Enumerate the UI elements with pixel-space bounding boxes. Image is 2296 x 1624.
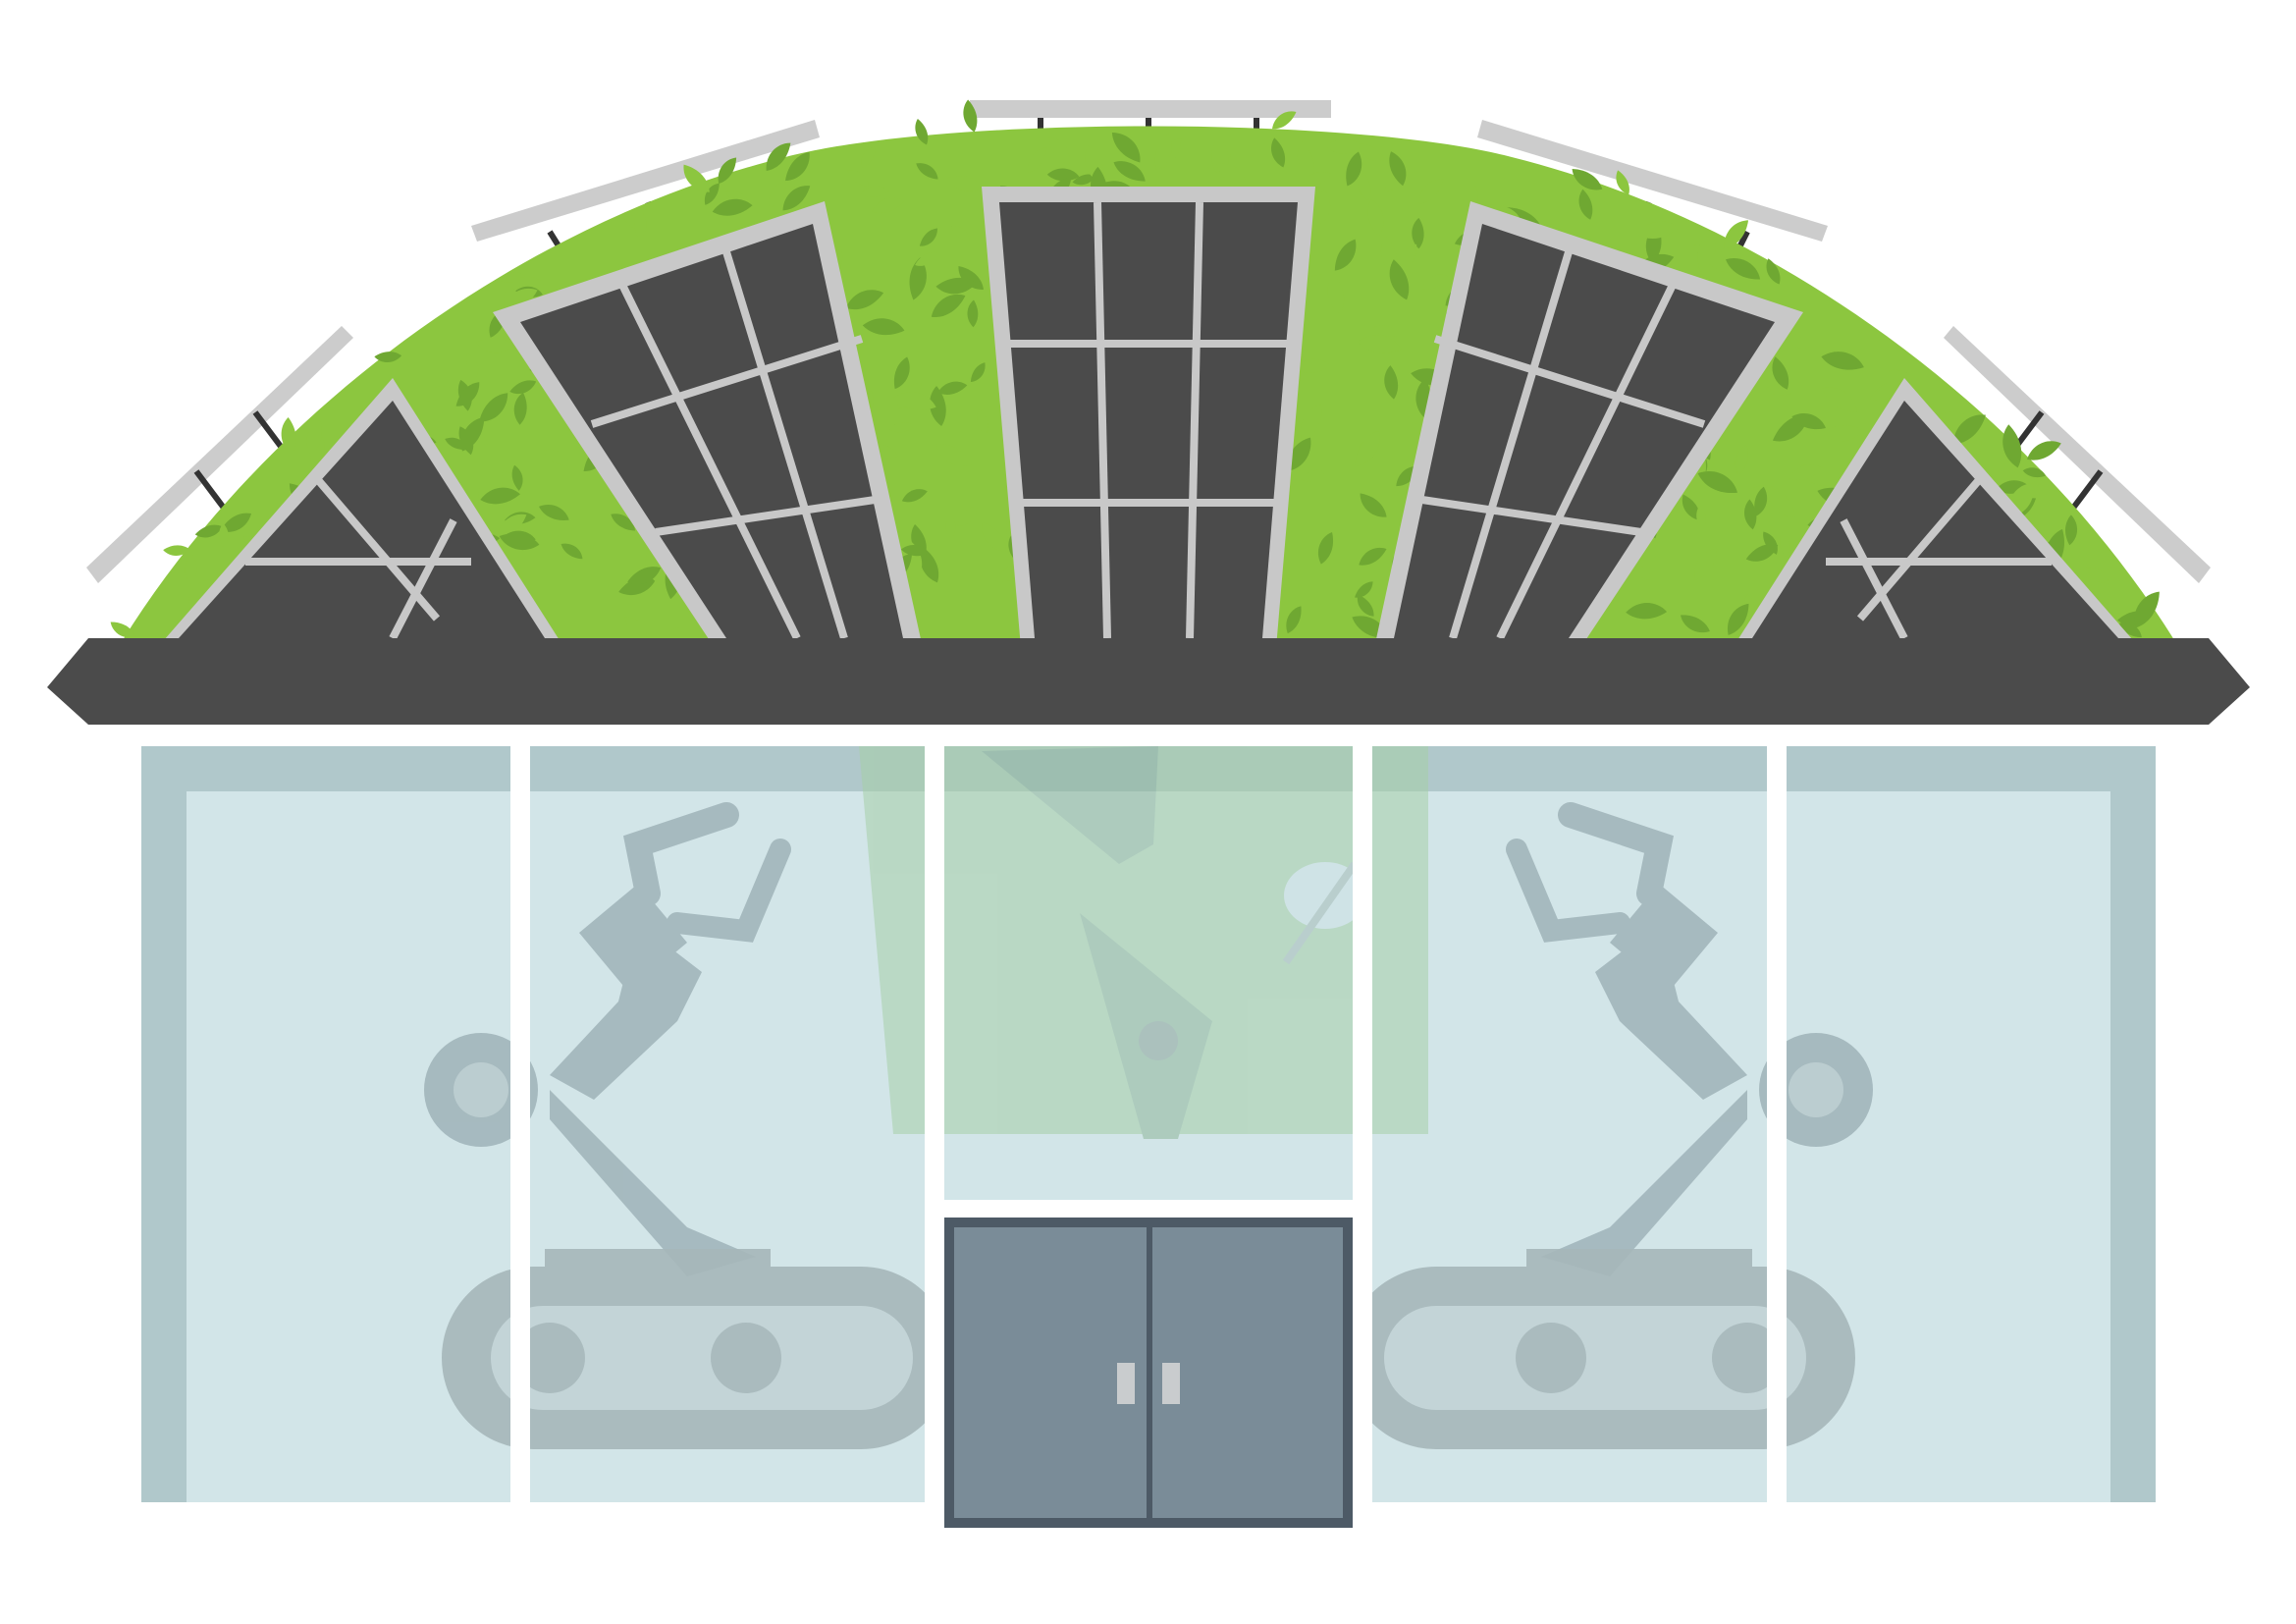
solar-panels	[86, 100, 2211, 583]
leaf	[2024, 438, 2064, 462]
roof-window	[982, 187, 1315, 648]
door-handle[interactable]	[1162, 1363, 1180, 1404]
door-icon[interactable]	[944, 1218, 1353, 1528]
roof-slab	[47, 638, 2250, 725]
robot-arm-icon	[424, 802, 791, 1276]
roof-windows	[157, 187, 2140, 648]
solar-panel-icon	[86, 326, 353, 583]
roof-window	[1733, 378, 2140, 648]
roof-window	[1374, 201, 1803, 648]
leaf-icon	[1282, 861, 1366, 965]
display-screen	[859, 746, 1428, 1139]
roof-window	[157, 378, 564, 648]
facade-mullions	[128, 746, 2169, 1522]
conveyor-belt-icon	[1345, 1249, 1855, 1449]
glass-facade	[128, 746, 2169, 1528]
roof-window	[493, 201, 923, 648]
conveyor-belt-icon	[442, 1249, 952, 1449]
door-handle[interactable]	[1117, 1363, 1135, 1404]
